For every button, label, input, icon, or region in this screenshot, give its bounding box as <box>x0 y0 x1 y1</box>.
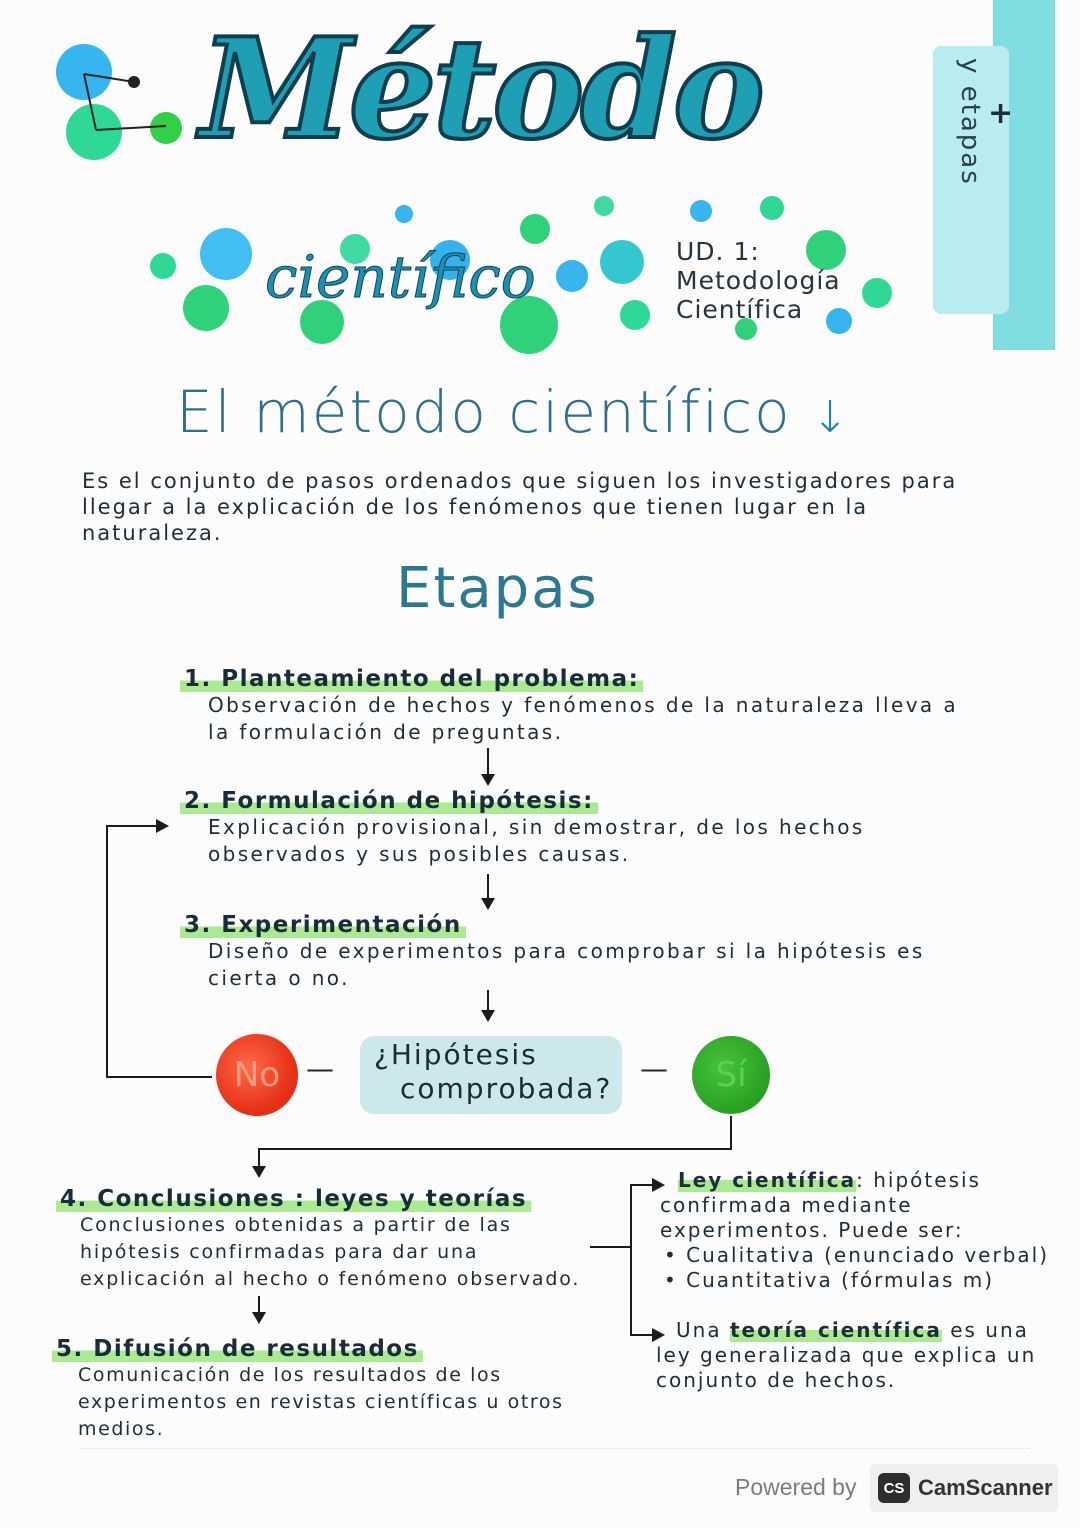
dash-right: — <box>640 1052 668 1085</box>
step-title: 5. Difusión de resultados <box>52 1336 423 1362</box>
decor-dot <box>735 318 757 340</box>
dash-left: — <box>306 1052 334 1085</box>
step-body: Diseño de experimentos para comprobar si… <box>208 939 925 990</box>
connector-line <box>258 1148 260 1170</box>
theory-text: es una ley generalizada que explica un c… <box>656 1318 1037 1392</box>
law-definition: Ley científica: hipótesis confirmada med… <box>660 1168 1050 1293</box>
arrow-right-icon <box>652 1328 665 1342</box>
no-circle: No <box>216 1034 298 1116</box>
camscanner-badge[interactable]: CS CamScanner <box>870 1464 1058 1512</box>
decor-dot <box>66 104 122 160</box>
stages-title: Etapas <box>396 556 599 621</box>
decor-dot <box>150 112 182 144</box>
unit-name-1: Metodología <box>676 265 841 295</box>
connector-line <box>258 1148 732 1150</box>
bracket-line <box>630 1184 632 1336</box>
decor-dot <box>806 230 846 270</box>
step-body: Explicación provisional, sin demostrar, … <box>208 815 865 866</box>
law-bullet: • Cuantitativa (fórmulas m) <box>664 1268 995 1292</box>
step-2: 2. Formulación de hipótesis: Explicación… <box>180 788 980 868</box>
connector-line <box>487 874 489 900</box>
decor-dot <box>556 260 588 292</box>
decision-box: ¿Hipótesis comprobada? <box>360 1036 622 1114</box>
step-title: 2. Formulación de hipótesis: <box>180 788 598 814</box>
law-term: Ley científica <box>678 1168 857 1192</box>
arrow-right-icon <box>652 1178 665 1192</box>
decor-dot <box>183 285 229 331</box>
law-bullet-1: Cualitativa (enunciado verbal) <box>686 1243 1050 1267</box>
decor-dot <box>862 278 892 308</box>
step-1: 1. Planteamiento del problema: Observaci… <box>180 666 980 746</box>
plus-icon: + <box>988 96 1014 131</box>
camscanner-logo-icon: CS <box>878 1473 910 1503</box>
decision-line-1: ¿Hipótesis <box>374 1038 538 1071</box>
connector-line <box>730 1116 732 1150</box>
connector-line <box>590 1246 632 1248</box>
connector-line <box>258 1296 260 1314</box>
section-title-text: El método científico <box>176 378 792 446</box>
arrow-down-icon <box>481 1010 495 1022</box>
side-tab-label: y etapas <box>955 58 985 186</box>
decor-dot <box>594 196 614 216</box>
step-body: Conclusiones obtenidas a partir de las h… <box>80 1214 581 1290</box>
loop-line <box>106 825 108 1078</box>
decor-dot <box>760 196 784 220</box>
arrow-down-icon <box>481 774 495 786</box>
page-subtitle: científico <box>265 243 537 311</box>
decor-dot <box>690 200 712 222</box>
decor-dot <box>300 300 344 344</box>
step-title: 4. Conclusiones : leyes y teorías <box>56 1186 532 1212</box>
bracket-line <box>630 1334 654 1336</box>
decor-dot <box>430 240 470 280</box>
unit-number: UD. 1: <box>676 237 760 266</box>
loop-line <box>106 825 158 827</box>
step-4: 4. Conclusiones : leyes y teorías Conclu… <box>56 1186 616 1293</box>
page-title: Método <box>198 7 767 170</box>
theory-term: teoría científica <box>729 1318 942 1342</box>
molecule-lines <box>83 73 167 131</box>
decor-dot <box>395 205 413 223</box>
theory-prefix: Una <box>676 1318 722 1342</box>
step-5: 5. Difusión de resultados Comunicación d… <box>52 1336 632 1443</box>
arrow-down-icon <box>481 898 495 910</box>
connector-line <box>487 990 489 1012</box>
law-bullet: • Cualitativa (enunciado verbal) <box>664 1243 1050 1267</box>
decision-line-2: comprobada? <box>400 1072 613 1105</box>
section-title: El método científico ↓ <box>176 378 850 446</box>
step-body: Comunicación de los resultados de los ex… <box>78 1364 564 1440</box>
footer-divider <box>80 1448 1030 1449</box>
arrow-down-icon: ↓ <box>811 392 851 443</box>
decor-dot <box>56 44 112 100</box>
camscanner-brand: CamScanner <box>918 1475 1053 1500</box>
side-tab <box>933 46 1009 314</box>
step-body: Observación de hechos y fenómenos de la … <box>208 693 959 744</box>
arrow-down-icon <box>252 1166 266 1178</box>
step-title: 1. Planteamiento del problema: <box>180 666 644 692</box>
decor-dot <box>826 308 852 334</box>
theory-definition: Una teoría científica es una ley general… <box>656 1318 1046 1393</box>
unit-name-2: Científica <box>676 294 804 324</box>
decor-dot <box>520 214 550 244</box>
law-bullet-2: Cuantitativa (fórmulas m) <box>686 1268 995 1292</box>
step-title: 3. Experimentación <box>180 912 466 938</box>
decor-dot <box>200 228 252 280</box>
intro-paragraph: Es el conjunto de pasos ordenados que si… <box>82 469 958 545</box>
loop-line <box>106 1076 212 1078</box>
arrow-down-icon <box>252 1312 266 1324</box>
decor-dot <box>600 240 644 284</box>
step-3: 3. Experimentación Diseño de experimento… <box>180 912 980 992</box>
powered-by-label: Powered by <box>735 1474 857 1500</box>
unit-label: UD. 1: Metodología Científica <box>676 237 841 324</box>
decor-dot <box>340 234 370 264</box>
law-text: : hipótesis confirmada mediante experime… <box>660 1168 981 1242</box>
arrow-right-icon <box>156 819 169 833</box>
bracket-line <box>630 1184 654 1186</box>
decor-dot <box>150 253 176 279</box>
decor-dot <box>500 296 558 354</box>
yes-circle: Sí <box>692 1036 770 1114</box>
connector-line <box>487 748 489 776</box>
decor-dot <box>620 300 650 330</box>
